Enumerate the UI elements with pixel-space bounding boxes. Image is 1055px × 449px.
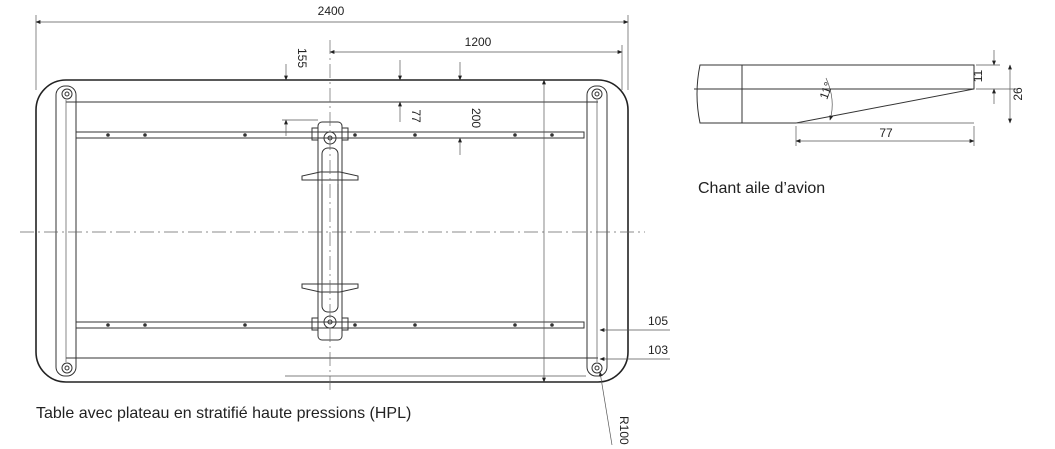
dim-155: 155: [295, 48, 309, 68]
dim-1200: 1200: [465, 35, 492, 49]
dim-200: 200: [469, 108, 483, 128]
dim-77: 77: [409, 109, 423, 123]
dim-radius: R100: [617, 416, 631, 445]
dim-103: 103: [648, 343, 668, 357]
edge-caption: Chant aile d’avion: [698, 180, 825, 197]
profile-outline: [696, 64, 975, 124]
dim-26: 26: [1011, 87, 1025, 101]
dim-angle: 11°: [817, 80, 836, 101]
table-top-view: 2400 1200 155 77 200 105 103 R100 Table …: [20, 4, 670, 446]
dim-2400: 2400: [318, 4, 345, 18]
right-leg: [586, 85, 608, 377]
left-leg: [55, 85, 77, 377]
dim-edge-77: 77: [879, 126, 893, 140]
edge-profile-view: 11° 77 11 26 Chant aile d’avion: [694, 50, 1025, 197]
table-caption: Table avec plateau en stratifié haute pr…: [36, 405, 411, 422]
dim-105: 105: [648, 314, 668, 328]
dim-11: 11: [971, 69, 985, 82]
tabletop-outline: [35, 79, 629, 383]
